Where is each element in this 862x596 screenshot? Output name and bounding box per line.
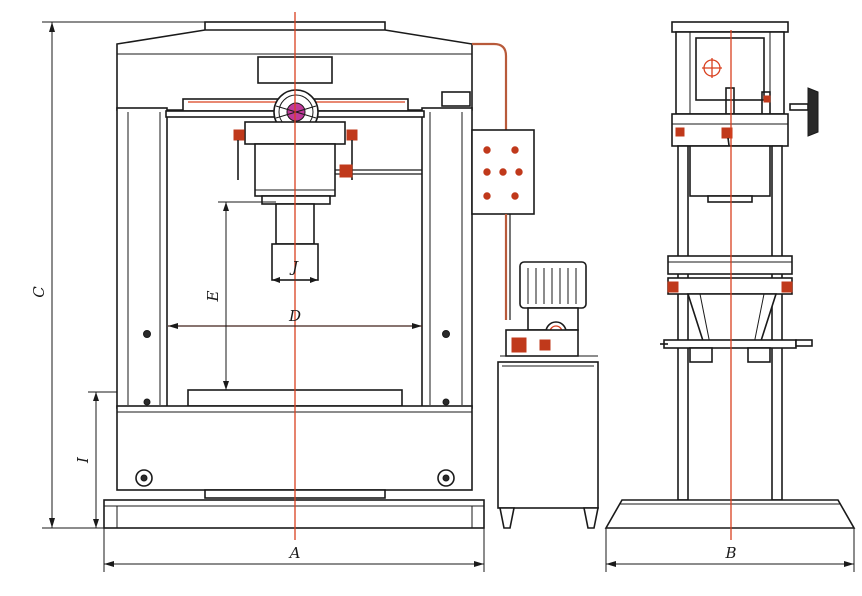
dimension-label-e: E	[204, 290, 222, 302]
dimension-label-b: B	[724, 544, 736, 562]
control-button[interactable]	[511, 146, 519, 154]
control-button[interactable]	[499, 168, 507, 176]
left-pin-hole	[143, 330, 151, 338]
control-button[interactable]	[515, 168, 523, 176]
dimension-label-a: A	[288, 544, 301, 562]
control-button[interactable]	[483, 168, 491, 176]
side-top-cap	[671, 21, 789, 33]
control-button[interactable]	[483, 192, 491, 200]
side-left-column	[677, 145, 689, 501]
dimension-labels: C I E D J A B	[30, 258, 737, 562]
crown-block	[441, 91, 471, 107]
left-column	[116, 107, 168, 409]
side-base	[604, 499, 856, 529]
tank-foot	[499, 507, 515, 529]
dimension-lines	[42, 21, 855, 572]
right-bolt	[442, 398, 450, 406]
press-base	[103, 499, 485, 529]
press-side-view	[604, 21, 856, 529]
right-pin-hole	[442, 330, 450, 338]
hydraulic-pump-unit	[497, 261, 599, 529]
dimension-label-j: J	[289, 258, 299, 276]
dimension-label-i: I	[74, 456, 92, 464]
tank-foot	[583, 507, 599, 529]
control-button[interactable]	[483, 146, 491, 154]
side-work-table	[667, 255, 793, 275]
control-button[interactable]	[511, 192, 519, 200]
left-bolt	[143, 398, 151, 406]
side-cylinder-body	[689, 145, 771, 197]
oil-tank	[497, 361, 599, 509]
dimension-label-d: D	[288, 307, 301, 325]
side-cylinder	[695, 37, 765, 101]
side-right-column	[771, 145, 783, 501]
ram-collar	[261, 195, 331, 205]
dimension-label-c: C	[30, 286, 48, 298]
side-handwheel[interactable]	[807, 87, 819, 137]
control-panel	[471, 42, 535, 320]
